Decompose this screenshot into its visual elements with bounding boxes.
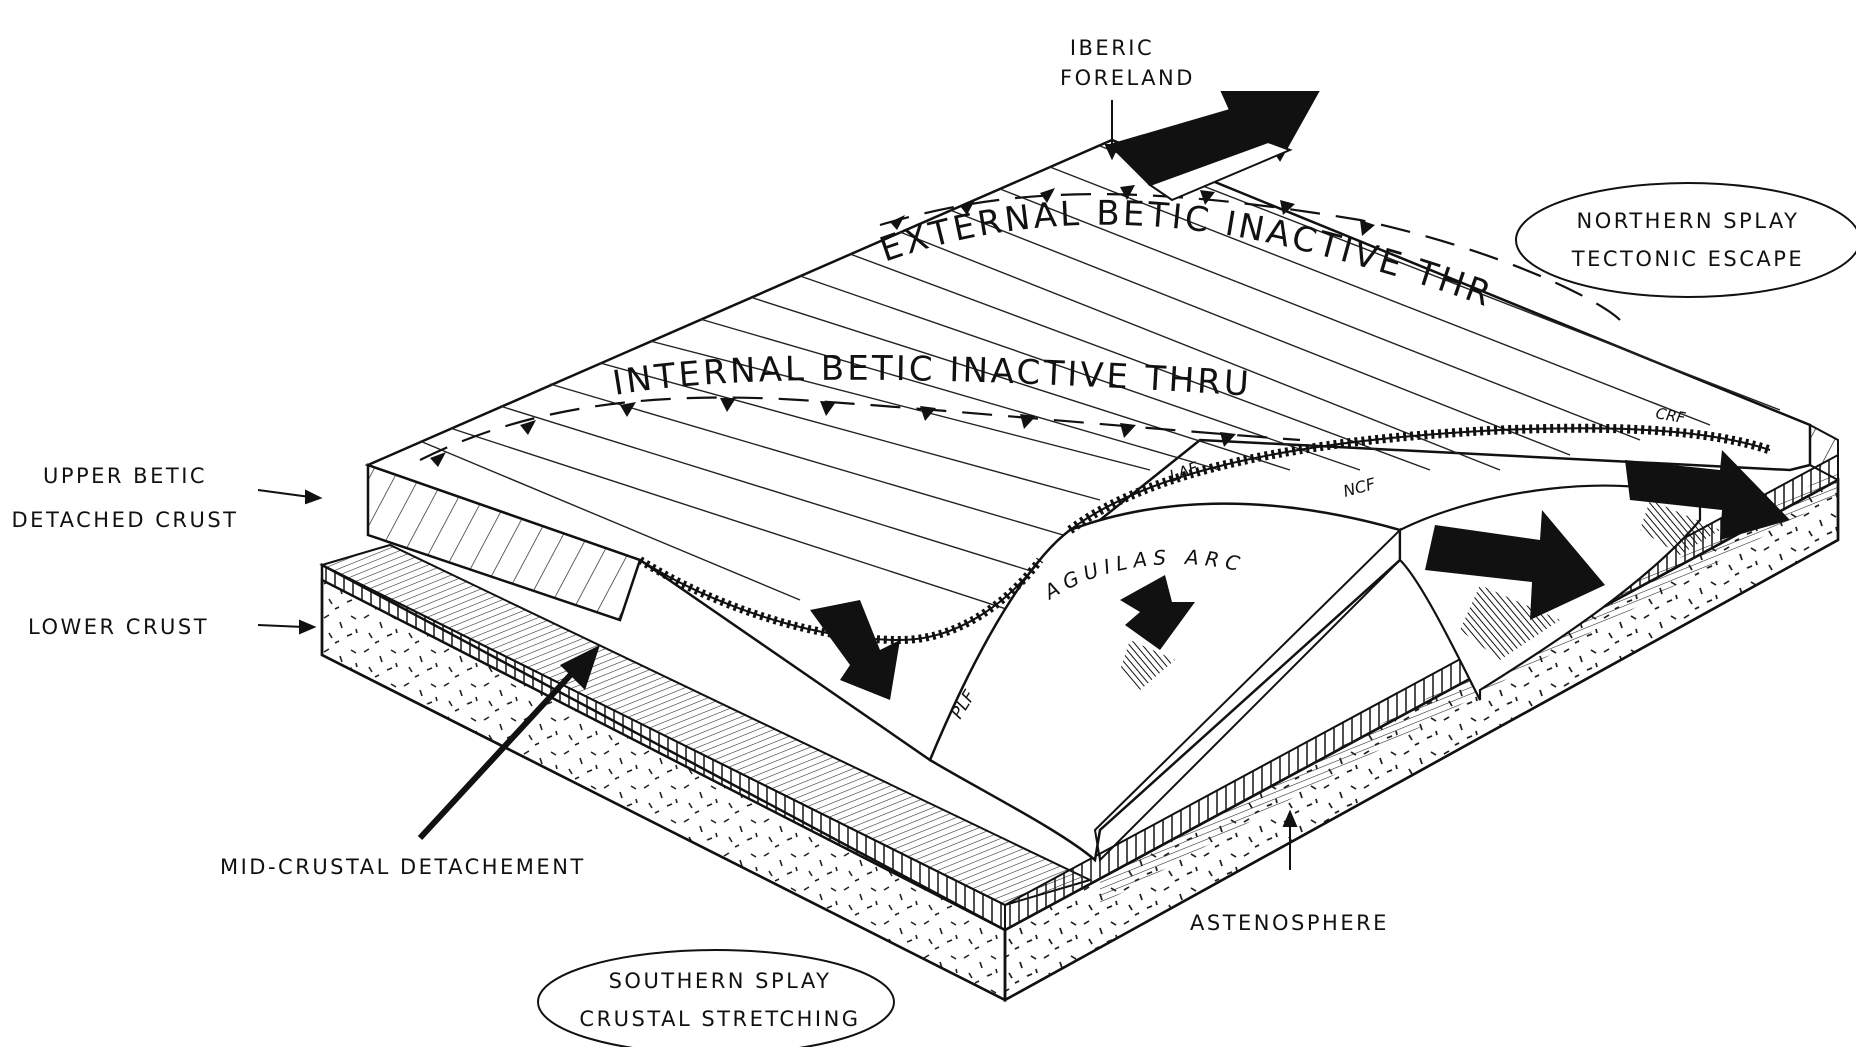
lower-crust-label: LOWER CRUST xyxy=(28,615,210,639)
iberic-foreland-label: IBERIC FORELAND xyxy=(1060,33,1195,93)
northern-splay-ellipse xyxy=(1515,182,1856,298)
internal-thrust-line xyxy=(419,396,1301,467)
fault-label-crf: CRF xyxy=(1654,404,1687,427)
external-thrust-line xyxy=(879,185,1621,321)
northern-splay-line-1: NORTHERN SPLAY xyxy=(1576,209,1800,233)
southern-splay-line-2: CRUSTAL STRETCHING xyxy=(579,1007,861,1031)
iberic-foreland-line-1: IBERIC xyxy=(1069,36,1155,60)
mid-crustal-pointer xyxy=(417,645,600,841)
upper-betic-line-2: DETACHED CRUST xyxy=(11,508,239,532)
southern-splay-ellipse xyxy=(537,949,895,1051)
arc-motion-arrows xyxy=(810,450,1790,700)
astenosphere-label: ASTENOSPHERE xyxy=(1190,911,1389,935)
northern-splay-label: NORTHERN SPLAY TECTONIC ESCAPE xyxy=(1528,202,1848,278)
mid-crustal-detachment-label: MID-CRUSTAL DETACHEMENT xyxy=(220,855,586,879)
upper-betic-label: UPPER BETIC DETACHED CRUST xyxy=(0,454,250,542)
iberic-foreland-line-2: FORELAND xyxy=(1060,66,1195,90)
leader-lines xyxy=(257,100,1298,870)
fault-label-ncf: NCF xyxy=(1341,474,1378,501)
southern-splay-label: SOUTHERN SPLAY CRUSTAL STRETCHING xyxy=(560,962,880,1038)
northeast-escape-arrow xyxy=(1108,91,1320,202)
northern-splay-line-2: TECTONIC ESCAPE xyxy=(1571,247,1805,271)
upper-betic-line-1: UPPER BETIC xyxy=(42,464,208,488)
southern-splay-line-1: SOUTHERN SPLAY xyxy=(608,969,832,993)
